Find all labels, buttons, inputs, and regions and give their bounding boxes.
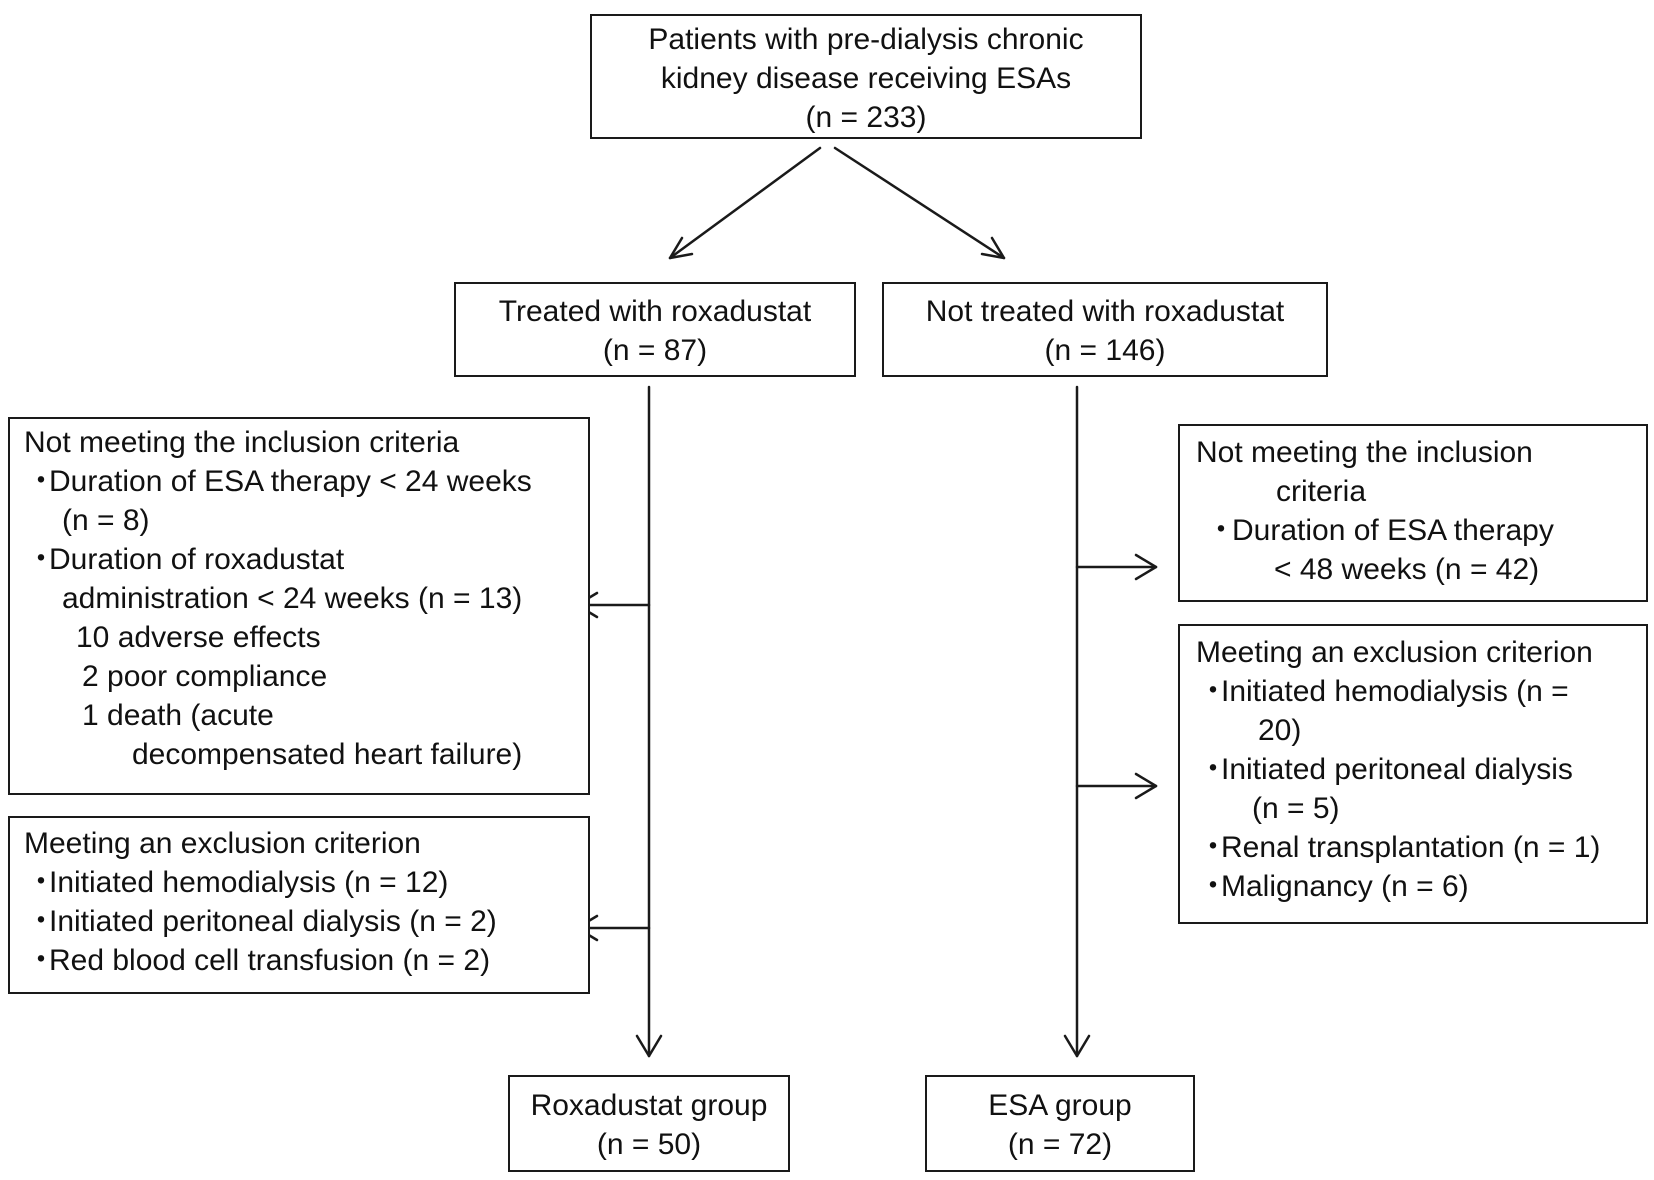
treated-n: (n = 87) <box>602 334 708 367</box>
not-treated-title: Not treated with roxadustat <box>925 295 1285 328</box>
bullet: ・ <box>1198 753 1228 786</box>
left-inclusion-heading: Not meeting the inclusion criteria <box>24 426 460 459</box>
top-box-all-patients: Patients with pre-dialysis chronic kidne… <box>590 14 1142 139</box>
left-exclusion-item: ・Initiated hemodialysis (n = 12) <box>24 863 588 902</box>
left-inclusion-item2-cont: administration < 24 weeks (n = 13) <box>62 582 523 615</box>
right-exclusion-heading: Meeting an exclusion criterion <box>1196 636 1593 669</box>
right-exclusion-box: Meeting an exclusion criterion ・Initiate… <box>1178 624 1648 924</box>
bullet: ・ <box>26 944 56 977</box>
top-line1: Patients with pre-dialysis chronic <box>648 23 1084 56</box>
not-treated-box: Not treated with roxadustat (n = 146) <box>882 282 1328 377</box>
right-exclusion-item4: ・Malignancy (n = 6) <box>1196 867 1646 906</box>
left-inclusion-sub1: 10 adverse effects <box>76 621 321 654</box>
right-exclusion-item1: ・Initiated hemodialysis (n = <box>1196 672 1646 711</box>
right-inclusion-item1: ・Duration of ESA therapy <box>1196 511 1646 550</box>
left-exclusion-item: ・Red blood cell transfusion (n = 2) <box>24 941 588 980</box>
esa-group-title: ESA group <box>988 1089 1132 1122</box>
right-exclusion-item2: ・Initiated peritoneal dialysis <box>1196 750 1646 789</box>
left-inclusion-box: Not meeting the inclusion criteria ・Dura… <box>8 417 590 795</box>
left-exclusion-heading: Meeting an exclusion criterion <box>24 827 421 860</box>
esa-group-box: ESA group (n = 72) <box>925 1075 1195 1172</box>
right-exclusion-item3: ・Renal transplantation (n = 1) <box>1196 828 1646 867</box>
roxadustat-group-n: (n = 50) <box>596 1128 702 1161</box>
left-inclusion-sub3-cont: decompensated heart failure) <box>132 738 523 771</box>
bullet: ・ <box>26 543 56 576</box>
esa-group-n: (n = 72) <box>1007 1128 1113 1161</box>
left-inclusion-item1-n: (n = 8) <box>62 504 150 537</box>
bullet: ・ <box>26 465 56 498</box>
bullet: ・ <box>1198 675 1228 708</box>
right-inclusion-heading-cont: criteria <box>1276 475 1367 508</box>
right-exclusion-item1-cont: 20) <box>1258 714 1302 747</box>
bullet: ・ <box>26 866 56 899</box>
arrow-top-to-treated <box>668 146 822 260</box>
left-inclusion-item1: ・Duration of ESA therapy < 24 weeks <box>24 462 588 501</box>
bullet: ・ <box>1206 514 1236 547</box>
arrow-top-to-not-treated <box>833 146 1006 260</box>
not-treated-n: (n = 146) <box>1044 334 1166 367</box>
treated-title: Treated with roxadustat <box>498 295 812 328</box>
left-inclusion-sub2: 2 poor compliance <box>82 660 328 693</box>
top-n: (n = 233) <box>805 101 927 134</box>
bullet: ・ <box>1198 870 1228 903</box>
right-inclusion-item1-cont: < 48 weeks (n = 42) <box>1274 553 1540 586</box>
bullet: ・ <box>1198 831 1228 864</box>
left-inclusion-sub3: 1 death (acute <box>82 699 274 732</box>
roxadustat-group-box: Roxadustat group (n = 50) <box>508 1075 790 1172</box>
left-inclusion-item2: ・Duration of roxadustat <box>24 540 588 579</box>
top-line2: kidney disease receiving ESAs <box>660 62 1072 95</box>
bullet: ・ <box>26 905 56 938</box>
right-exclusion-item2-cont: (n = 5) <box>1252 792 1340 825</box>
left-exclusion-box: Meeting an exclusion criterion ・Initiate… <box>8 816 590 994</box>
treated-box: Treated with roxadustat (n = 87) <box>454 282 856 377</box>
right-inclusion-box: Not meeting the inclusion criteria ・Dura… <box>1178 424 1648 602</box>
roxadustat-group-title: Roxadustat group <box>530 1089 768 1122</box>
left-exclusion-item: ・Initiated peritoneal dialysis (n = 2) <box>24 902 588 941</box>
right-inclusion-heading: Not meeting the inclusion <box>1196 436 1533 469</box>
